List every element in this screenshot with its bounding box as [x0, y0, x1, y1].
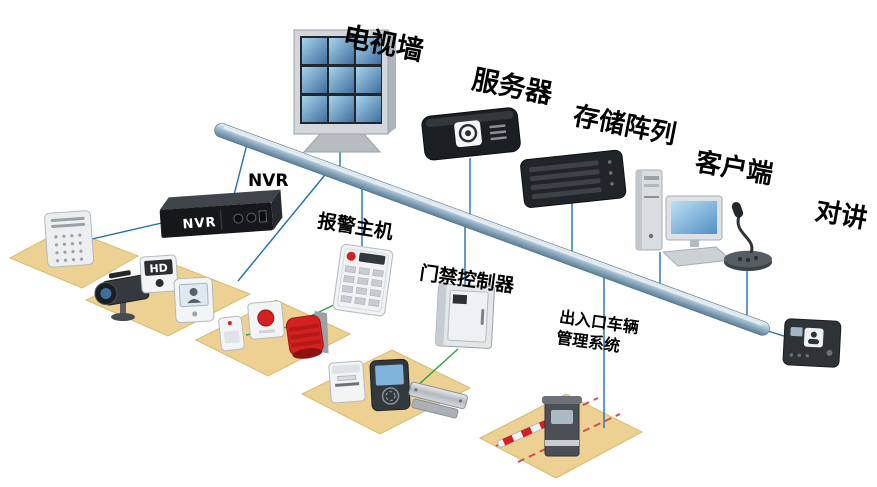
barrier-cabinet: [544, 399, 580, 457]
hd-camera-device: HD: [139, 254, 179, 294]
nvr-front-text: NVR: [182, 215, 217, 232]
tv-wall-stand: [302, 133, 382, 153]
panic-button-device: [247, 300, 285, 340]
network-backbone-pipe: [214, 123, 770, 336]
person-icon: [189, 287, 198, 296]
ptz-camera-device: [94, 270, 150, 321]
vehicle-barrier-device: [495, 396, 621, 463]
fingerprint-terminal-device: [369, 358, 411, 412]
pir-sensor-device: [218, 315, 245, 352]
link-nvr: [233, 139, 249, 196]
video-doorphone-device: [173, 276, 215, 324]
intercom-station-device: [782, 318, 842, 368]
panic-red-button-icon: [257, 309, 275, 327]
speaker-grille-icon: [54, 233, 84, 263]
nvr-device: NVR: [159, 189, 283, 238]
alarm-host-device: [332, 243, 394, 317]
link-devices-to-access: [415, 348, 459, 388]
client-keyboard: [661, 246, 733, 267]
magnetic-lock-device: [408, 381, 468, 419]
tv-wall-screens: [302, 38, 381, 122]
fingerprint-icon: [381, 387, 400, 405]
strobe-siren-device: [285, 310, 329, 359]
alarm-logo-icon: [346, 251, 356, 261]
access-controller-device: [435, 283, 495, 349]
card-dispenser-device: [328, 360, 366, 404]
hd-badge-text: HD: [149, 261, 168, 275]
tv-wall-device: [293, 29, 396, 153]
storage-array-device: [520, 149, 627, 208]
link-speaker-nvr: [91, 221, 167, 240]
link-cameras: [237, 169, 330, 282]
client-device: [635, 169, 733, 267]
wall-speaker-device: [44, 210, 95, 268]
intercom-mic-device: [724, 202, 772, 271]
parking-line: [517, 413, 621, 463]
server-device: [421, 107, 521, 161]
label-nvr: NVR: [248, 171, 289, 191]
alarm-keypad: [340, 265, 384, 307]
mic-head-icon: [731, 202, 744, 218]
